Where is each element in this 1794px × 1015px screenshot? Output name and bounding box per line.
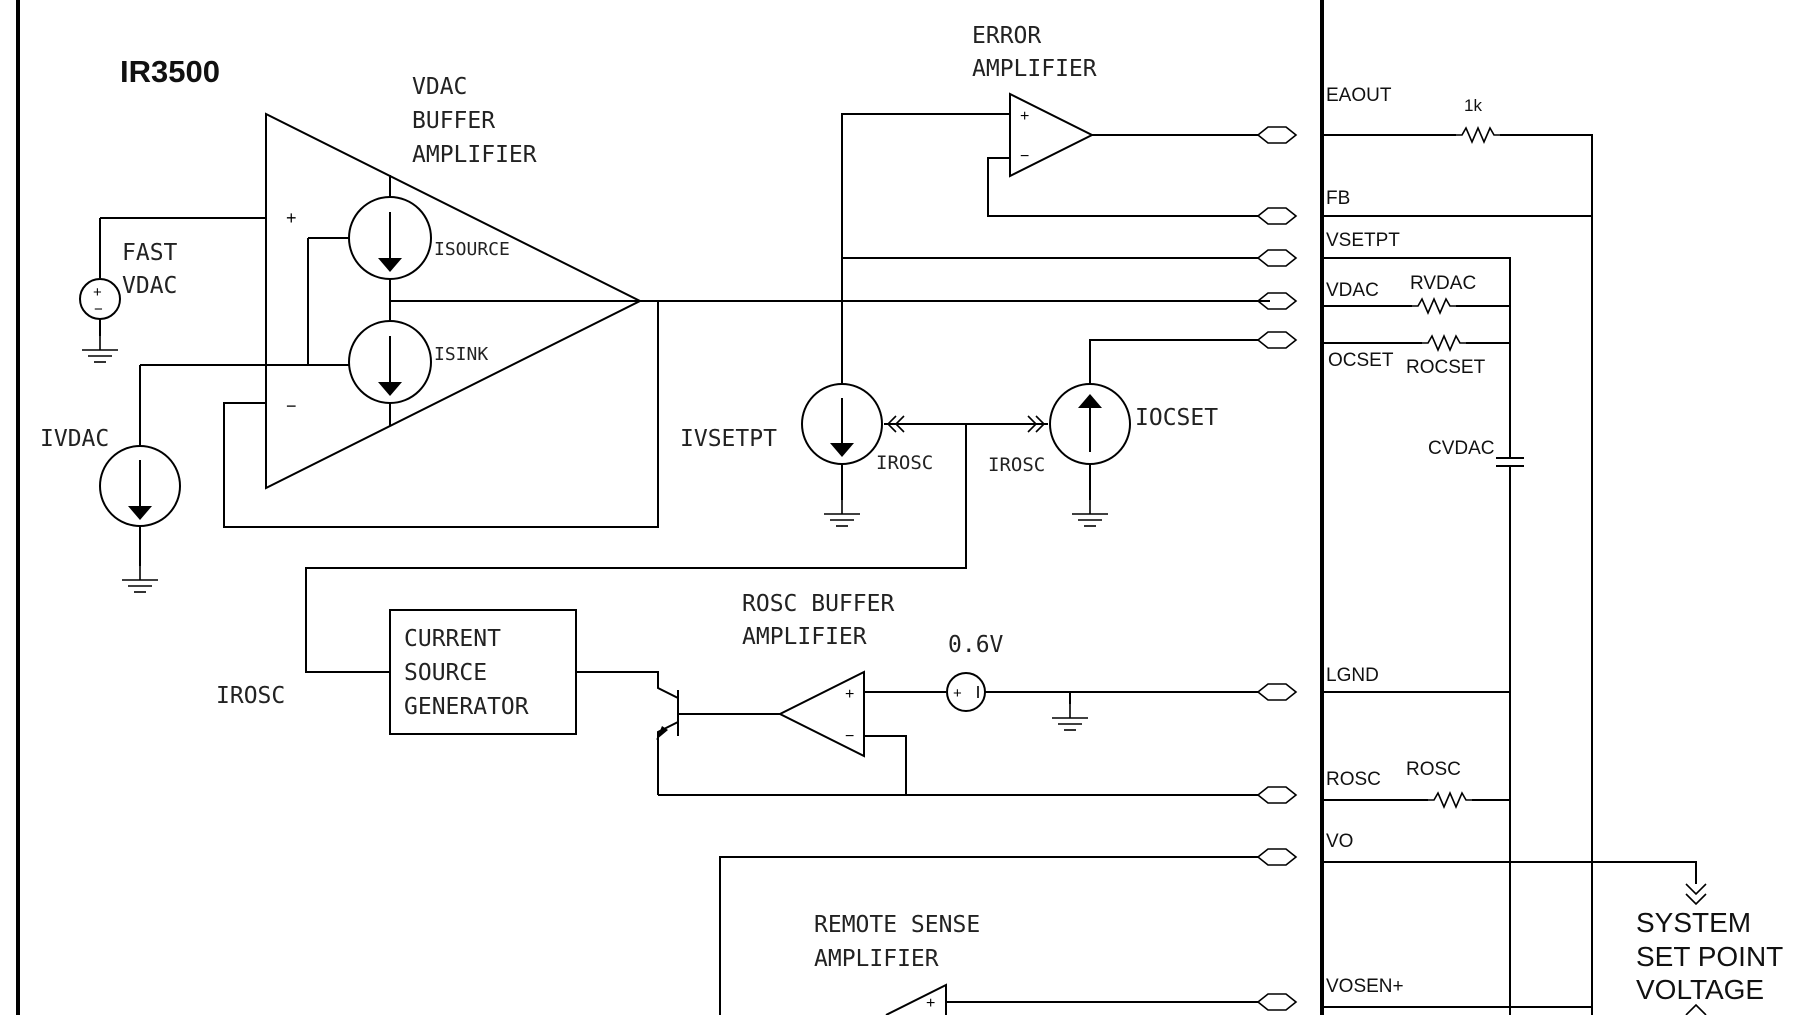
ivsetpt-label: IVSETPT	[680, 426, 777, 452]
pin-labels: EAOUT FB VSETPT VDAC OCSET LGND ROSC VO …	[1326, 85, 1404, 997]
chip-name: IR3500	[120, 54, 220, 89]
system-set-point-label-1: SYSTEM	[1636, 907, 1751, 938]
csg-label-2: SOURCE	[404, 660, 487, 686]
vdac-buffer-label-1: VDAC	[412, 74, 467, 100]
error-amp-label-1: ERROR	[972, 23, 1041, 49]
vdac-buffer-amplifier: + − VDAC BUFFER AMPLIFIER	[265, 74, 643, 490]
cvdac-label: CVDAC	[1428, 438, 1495, 459]
resistor-rocset: ROCSET	[1322, 335, 1510, 378]
svg-text:−: −	[1020, 148, 1029, 165]
pin-ocset: OCSET	[1328, 350, 1394, 371]
irosc-right-label: IROSC	[988, 454, 1045, 476]
ivsetpt-current-source: IVSETPT IROSC	[680, 383, 933, 527]
resistor-rvdac: RVDAC	[1322, 273, 1510, 314]
rvdac-label: RVDAC	[1410, 273, 1476, 294]
pin-vo: VO	[1326, 831, 1353, 852]
fast-vdac-source: + − FAST VDAC	[79, 217, 266, 363]
resistor-1k-label: 1k	[1464, 96, 1482, 115]
system-set-point-output: SYSTEM SET POINT VOLTAGE	[1322, 861, 1783, 1015]
isink-current-source: ISINK	[140, 300, 488, 426]
svg-text:+: +	[286, 208, 297, 228]
iocset-label: IOCSET	[1135, 405, 1218, 431]
pin-vdac: VDAC	[1326, 280, 1379, 301]
iocset-current-source: IOCSET IROSC	[988, 339, 1258, 527]
irosc-mirror-link	[305, 415, 1048, 673]
pin-vosen-plus: VOSEN+	[1326, 976, 1404, 997]
pin-rosc: ROSC	[1326, 769, 1381, 790]
rosc-buffer-label-2: AMPLIFIER	[742, 624, 867, 650]
rocset-label: ROCSET	[1406, 357, 1486, 378]
vdac-buffer-label-2: BUFFER	[412, 108, 495, 134]
irosc-left-label: IROSC	[876, 452, 933, 474]
remote-sense-label-1: REMOTE SENSE	[814, 912, 980, 938]
isource-current-source: ISOURCE	[308, 175, 510, 300]
error-amp-label-2: AMPLIFIER	[972, 56, 1097, 82]
pin-markers	[1257, 126, 1297, 1011]
pin-eaout: EAOUT	[1326, 85, 1392, 106]
rosc-resistor-label: ROSC	[1406, 759, 1461, 780]
svg-text:−: −	[94, 301, 103, 318]
rosc-transistor	[576, 671, 780, 795]
pin-vsetpt: VSETPT	[1326, 230, 1400, 251]
rosc-buffer-amplifier: + − ROSC BUFFER AMPLIFIER	[742, 591, 894, 758]
rosc-buffer-label-1: ROSC BUFFER	[742, 591, 894, 617]
csg-label-3: GENERATOR	[404, 694, 529, 720]
error-amplifier: + − ERROR AMPLIFIER	[972, 23, 1097, 178]
pin-lgnd: LGND	[1326, 665, 1379, 686]
system-set-point-label-2: SET POINT	[1636, 941, 1783, 972]
svg-text:+: +	[926, 995, 935, 1012]
svg-text:+: +	[93, 284, 102, 301]
resistor-1k: 1k	[1322, 96, 1593, 1015]
svg-text:+: +	[845, 686, 854, 703]
resistor-rosc: ROSC	[1322, 759, 1510, 808]
remote-sense-amplifier: REMOTE SENSE AMPLIFIER +	[814, 912, 1258, 1015]
svg-text:+: +	[953, 685, 962, 702]
csg-label-1: CURRENT	[404, 626, 501, 652]
pin-fb: FB	[1326, 188, 1350, 209]
ivdac-current-source: IVDAC	[40, 365, 181, 593]
fast-vdac-label-1: FAST	[122, 240, 178, 266]
svg-text:+: +	[1020, 108, 1029, 125]
remote-sense-label-2: AMPLIFIER	[814, 946, 939, 972]
svg-text:−: −	[845, 728, 854, 745]
svg-text:−: −	[286, 396, 297, 416]
irosc-gen-label: IROSC	[216, 683, 285, 709]
isource-label: ISOURCE	[434, 239, 510, 260]
capacitor-cvdac: CVDAC	[1428, 438, 1524, 467]
fast-vdac-label-2: VDAC	[122, 273, 177, 299]
ref-voltage-label: 0.6V	[948, 632, 1004, 658]
ref-voltage-source: + 0.6V	[864, 632, 1258, 731]
system-set-point-label-3: VOLTAGE	[1636, 974, 1764, 1005]
isink-label: ISINK	[434, 344, 488, 365]
current-source-generator: CURRENT SOURCE GENERATOR	[389, 609, 577, 735]
vdac-buffer-label-3: AMPLIFIER	[412, 142, 537, 168]
ivdac-label: IVDAC	[40, 426, 109, 452]
